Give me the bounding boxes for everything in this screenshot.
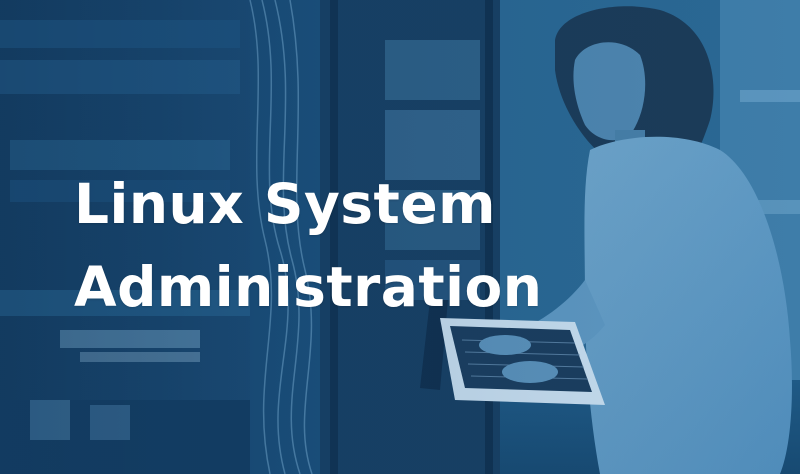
banner-title: Linux System Administration — [74, 163, 594, 329]
network-cables — [249, 0, 313, 474]
title-line-2: Administration — [74, 255, 543, 319]
middle-server-rack — [320, 0, 500, 474]
laptop — [420, 300, 605, 405]
left-server-rack — [0, 0, 250, 474]
title-line-1: Linux System — [74, 172, 496, 236]
woman-at-laptop — [505, 6, 792, 474]
